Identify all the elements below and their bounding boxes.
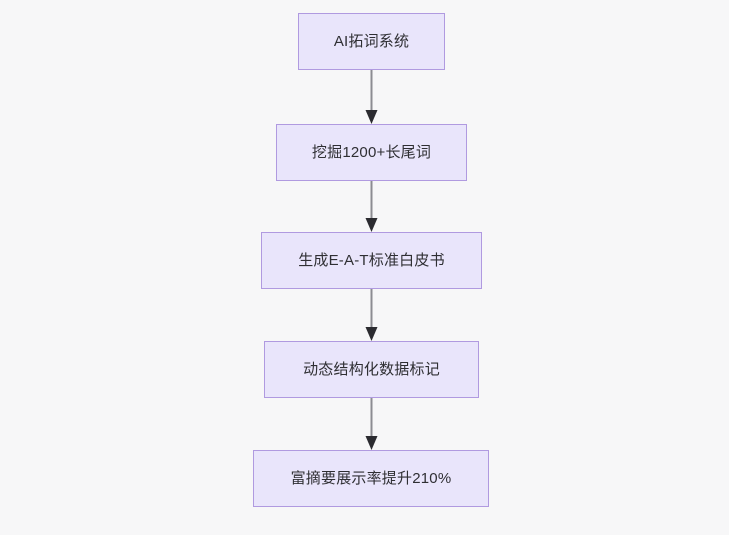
- node-label: 生成E-A-T标准白皮书: [298, 251, 445, 269]
- node-label: 动态结构化数据标记: [303, 360, 440, 378]
- flowchart-node-generate-eat-whitepaper[interactable]: 生成E-A-T标准白皮书: [261, 232, 482, 289]
- edge-n1-n2: [365, 70, 378, 124]
- flowchart-node-mine-longtail-keywords[interactable]: 挖掘1200+长尾词: [276, 124, 467, 181]
- edge-n2-n3: [365, 181, 378, 232]
- edge-n4-n5: [365, 398, 378, 450]
- flowchart-node-ai-keyword-system[interactable]: AI拓词系统: [298, 13, 445, 70]
- edge-n3-n4: [365, 289, 378, 341]
- flowchart-node-rich-snippet-impression-lift[interactable]: 富摘要展示率提升210%: [253, 450, 489, 507]
- node-label: 富摘要展示率提升210%: [290, 469, 452, 487]
- node-label: AI拓词系统: [333, 32, 410, 50]
- flowchart-node-dynamic-structured-data-markup[interactable]: 动态结构化数据标记: [264, 341, 479, 398]
- node-label: 挖掘1200+长尾词: [311, 143, 432, 161]
